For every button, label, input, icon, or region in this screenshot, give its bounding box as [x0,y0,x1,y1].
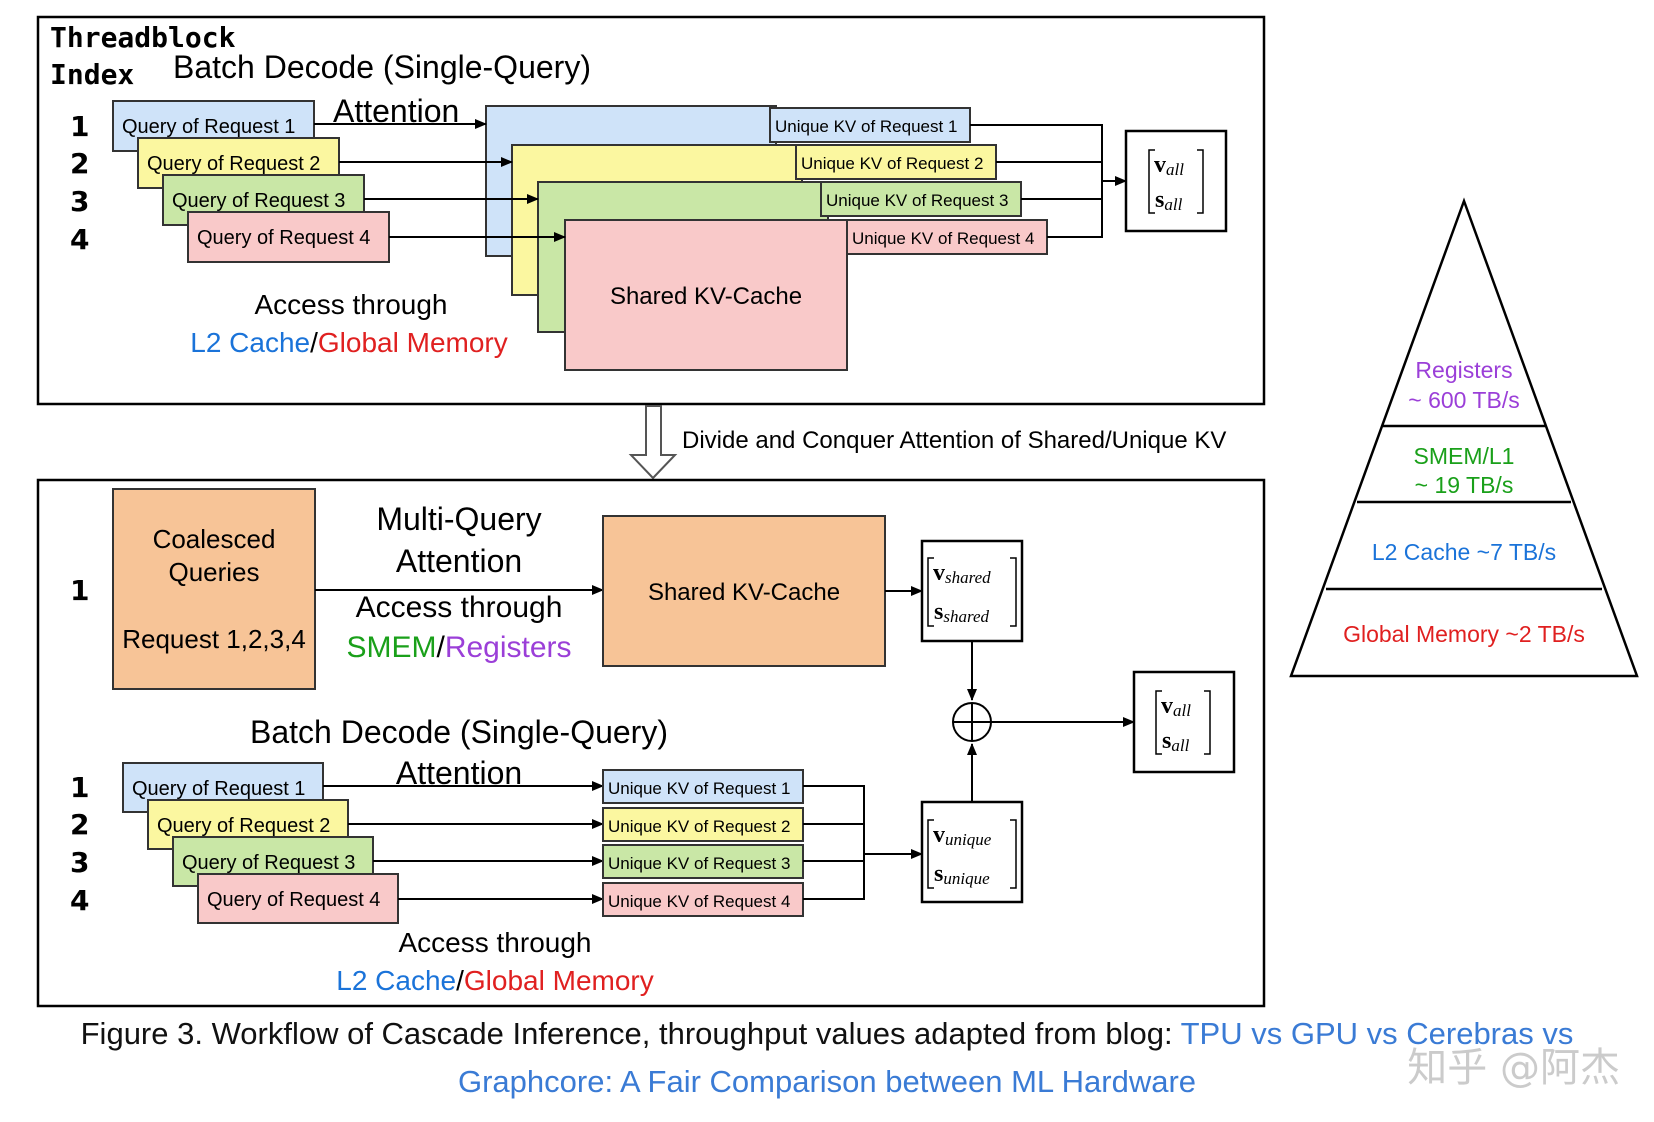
top-access-line1: Access through [255,289,448,320]
mq-title-line1: Multi-Query [376,501,541,537]
bottom-unique-kv-3 [602,844,804,879]
pyramid-smem-line2: ~ 19 TB/s [1415,472,1514,498]
top-query-1-label: Query of Request 1 [122,116,295,138]
top-index-1: 1 [70,110,89,143]
shared-bracket-right [1010,557,1017,627]
top-output-v: vall [1154,152,1184,179]
watermark: 知乎 @阿杰 [1407,1045,1620,1091]
top-unique-kv-1 [769,107,971,143]
top-output-s: sall [1155,187,1183,214]
coalesced-queries-box [112,488,316,690]
bottom-query-4-label: Query of Request 4 [207,889,380,911]
coalesced-line3: Request 1,2,3,4 [122,624,306,654]
bottom-unique-kv-2 [602,807,804,842]
bottom-query-box-4 [197,873,399,924]
bottom-access-line1: Access through [399,927,592,958]
all-output-v: vall [1161,693,1191,720]
bottom-shared-kv-cache [602,515,886,667]
bottom-index-1: 1 [70,771,89,804]
top-output-bracket-right [1197,149,1204,214]
top-query-3-label: Query of Request 3 [172,190,345,212]
top-query-2-label: Query of Request 2 [147,153,320,175]
pyramid-smem-line1: SMEM/L1 [1414,443,1515,469]
bottom-unique-kv-1-label: Unique KV of Request 1 [608,779,790,798]
bottom-panel-frame [36,478,1266,1008]
bottom-merge-line-1 [803,785,865,854]
shared-bracket-left [927,557,934,627]
bottom-index-3: 3 [70,846,89,879]
coalesced-line2: Queries [168,557,259,587]
bottom-index-2: 2 [70,808,89,841]
caption-link-part1[interactable]: TPU vs GPU vs Cerebras vs [1180,1016,1574,1051]
all-bracket-left [1155,690,1162,755]
top-query-box-4 [187,211,390,263]
top-index-2: 2 [70,147,89,180]
unique-output-v: vunique [933,822,992,849]
pyramid-registers-line1: Registers [1415,357,1512,383]
pyramid-l2: L2 Cache ~7 TB/s [1372,539,1556,565]
caption-link-part2[interactable]: Graphcore: A Fair Comparison between ML … [457,1064,1197,1099]
top-merge-line-4 [1047,181,1103,238]
bottom-access-line2: L2 Cache/Global Memory [336,965,654,996]
bottom-query-1-label: Query of Request 1 [132,778,305,800]
top-index-3: 3 [70,185,89,218]
all-output-box [1132,670,1236,774]
unique-output-box [920,800,1024,904]
bottom-shared-kv-label: Shared KV-Cache [648,579,840,606]
mq-access-line1: Access through [356,591,563,624]
top-output-bracket-left [1148,149,1155,214]
bottom-unique-kv-1 [602,769,804,804]
pyramid-registers-line2: ~ 600 TB/s [1408,387,1519,413]
unique-bracket-left [927,819,934,889]
threadblock-label: Threadblock [50,21,236,54]
shared-output-s: sshared [934,599,989,626]
top-unique-kv-1-label: Unique KV of Request 1 [775,117,957,136]
transition-label: Divide and Conquer Attention of Shared/U… [682,427,1226,454]
bottom-unique-kv-4 [602,882,804,917]
index-label: Index [50,58,134,91]
top-unique-kv-3-label: Unique KV of Request 3 [826,191,1008,210]
top-shared-kv-cache [564,219,848,371]
bottom-index-4: 4 [70,884,89,917]
all-bracket-right [1204,690,1211,755]
figure-caption-line1: Figure 3. Workflow of Cascade Inference,… [0,1016,1654,1052]
top-access-line2: L2 Cache/Global Memory [190,327,508,358]
bottom-merge-line-4 [803,854,865,900]
memory-hierarchy-pyramid [1289,197,1639,678]
bottom-query-2-label: Query of Request 2 [157,815,330,837]
top-index-4: 4 [70,223,89,256]
bottom-query-3-label: Query of Request 3 [182,852,355,874]
top-output-box [1124,129,1228,233]
bottom-unique-kv-3-label: Unique KV of Request 3 [608,854,790,873]
mq-access-line2: SMEM/Registers [346,631,571,664]
top-unique-kv-4-label: Unique KV of Request 4 [852,229,1034,248]
top-panel-frame [36,15,1266,406]
top-title-line1: Batch Decode (Single-Query) [173,49,591,85]
unique-output-s: sunique [934,861,990,888]
bd-title-line1: Batch Decode (Single-Query) [250,714,668,750]
figure-caption-line2: Graphcore: A Fair Comparison between ML … [0,1064,1654,1100]
mq-title-line2: Attention [396,543,522,579]
top-shared-kv-label: Shared KV-Cache [610,283,802,310]
caption-prefix: Figure 3. Workflow of Cascade Inference,… [80,1016,1181,1051]
shared-output-box [920,539,1024,643]
top-unique-kv-4 [846,219,1048,255]
coalesced-index: 1 [70,574,89,607]
shared-output-v: vshared [933,560,991,587]
top-unique-kv-2-label: Unique KV of Request 2 [801,154,983,173]
top-query-4-label: Query of Request 4 [197,227,370,249]
top-unique-kv-2 [795,144,997,180]
pyramid-global: Global Memory ~2 TB/s [1343,621,1585,647]
all-output-s: sall [1162,728,1190,755]
unique-bracket-right [1010,819,1017,889]
down-arrow-icon [628,405,678,480]
bottom-unique-kv-4-label: Unique KV of Request 4 [608,892,790,911]
coalesced-line1: Coalesced [153,524,276,554]
bottom-unique-kv-2-label: Unique KV of Request 2 [608,817,790,836]
